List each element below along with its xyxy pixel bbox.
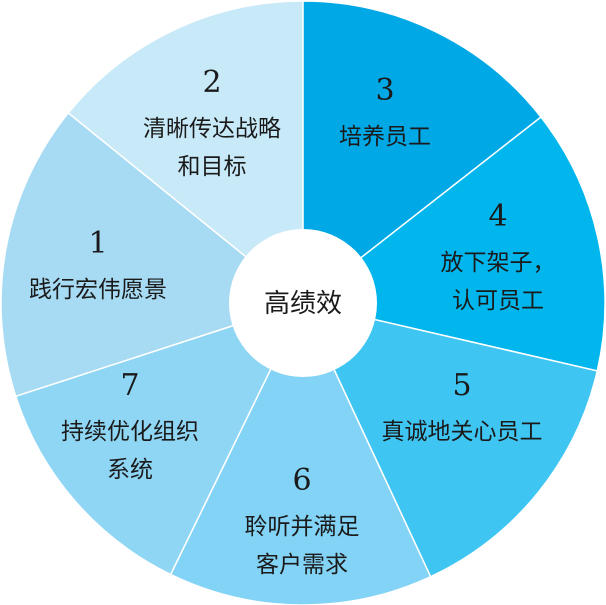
segment-label-6-line-2: 客户需求 [256, 552, 348, 578]
segment-label-1-line-1: 践行宏伟愿景 [29, 277, 167, 303]
segment-label-6-line-1: 聆听并满足 [245, 514, 360, 540]
segment-label-2-line-2: 和目标 [178, 154, 247, 180]
segment-label-7-line-1: 持续优化组织 [61, 419, 199, 445]
segment-label-5-line-1: 真诚地关心员工 [382, 419, 543, 445]
segment-label-2-line-1: 清晰传达战略 [143, 116, 281, 142]
segment-label-4-line-2: 认可员工 [452, 288, 544, 314]
segment-number-5: 5 [452, 368, 471, 403]
segment-label-4-line-1: 放下架子， [441, 250, 556, 276]
segment-number-2: 2 [202, 65, 221, 100]
segment-number-3: 3 [375, 73, 394, 108]
segment-number-4: 4 [488, 199, 507, 234]
center-circle [229, 229, 377, 377]
segment-number-7: 7 [120, 368, 139, 403]
segment-label-3-line-1: 培养员工 [339, 124, 431, 150]
center-hub: 高绩效 [229, 229, 377, 377]
segment-number-6: 6 [292, 463, 311, 498]
center-label: 高绩效 [264, 289, 342, 319]
segment-number-1: 1 [88, 226, 107, 261]
segment-label-7-line-2: 系统 [107, 457, 153, 483]
